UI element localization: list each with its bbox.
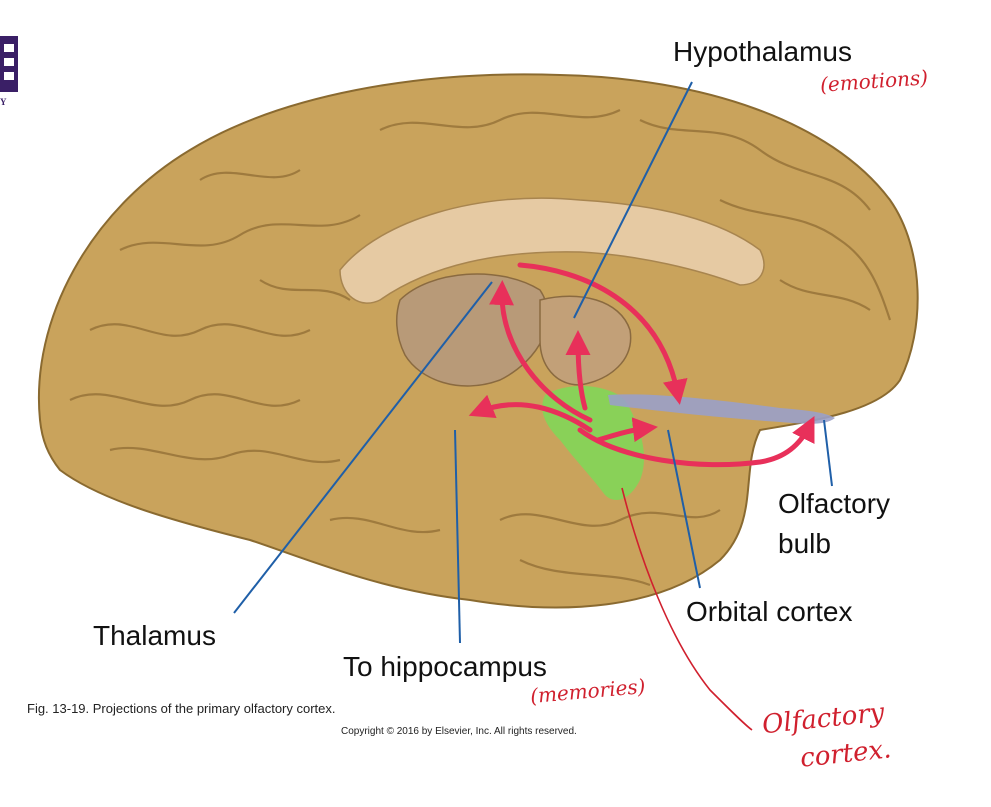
logo-partial-text: Y [0,97,7,107]
arrow-to-olfactory-bulb [577,416,815,468]
projection-arrows [468,262,815,468]
arrow-to-hippocampus [468,394,593,433]
leader-hypothalamus [573,81,693,319]
gyri-texture [69,109,892,587]
copyright-notice: Copyright © 2016 by Elsevier, Inc. All r… [341,726,577,737]
brain-illustration [37,73,919,609]
arrow-to-thalamus [489,280,593,423]
leader-orbital-cortex [667,429,701,589]
label-hypothalamus: Hypothalamus [673,36,852,67]
logo-mark [0,36,18,92]
arrow-to-orbital-cortex [595,417,658,443]
corpus-callosum [339,197,765,304]
leader-olfactory-bulb [823,419,833,487]
arrow-to-hypothalamus [565,330,591,411]
label-orbital-cortex: Orbital cortex [686,596,853,627]
label-thalamus: Thalamus [93,620,216,651]
leader-lines [233,81,833,644]
figure-caption: Fig. 13-19. Projections of the primary o… [27,701,336,716]
label-to-hippocampus: To hippocampus [343,651,547,682]
label-olfactory-bulb-line2: bulb [778,528,831,559]
olfactory-cortex-annotation-line [621,487,753,731]
leader-to-hippocampus [454,429,461,644]
label-olfactory-bulb-line1: Olfactory [778,488,891,519]
arrow-thalamus-to-orbital [517,262,688,405]
leader-thalamus [233,281,493,614]
